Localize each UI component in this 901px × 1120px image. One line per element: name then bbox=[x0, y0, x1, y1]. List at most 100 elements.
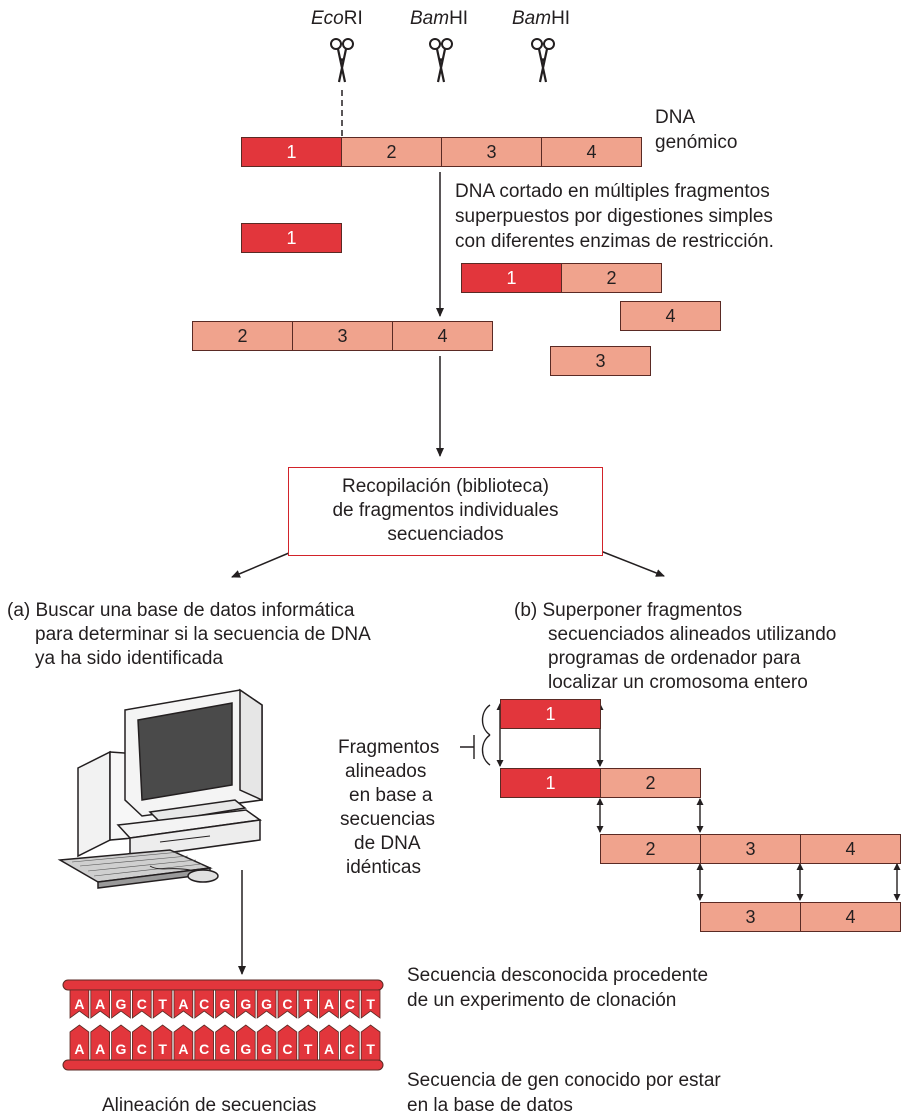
known-base-letter-1: A bbox=[95, 1041, 105, 1057]
known-base-8 bbox=[236, 1024, 256, 1061]
known-base-10 bbox=[277, 1024, 298, 1061]
unknown-seq-line1: Secuencia desconocida procedente bbox=[407, 965, 709, 986]
aligned-label-line5: de DNA bbox=[354, 833, 421, 854]
arrow-right bbox=[597, 549, 665, 577]
known-base-letter-12: A bbox=[324, 1041, 334, 1057]
known-base-letter-6: C bbox=[199, 1041, 209, 1057]
known-base-letter-2: G bbox=[116, 1041, 127, 1057]
aligned-label-line3: en base a bbox=[349, 785, 433, 806]
unknown-base-10 bbox=[277, 989, 298, 1019]
segment-3: 3 bbox=[441, 137, 542, 167]
library-box: Recopilación (biblioteca) de fragmentos … bbox=[288, 467, 603, 556]
genomic-label-line1: DNA bbox=[655, 107, 696, 128]
unknown-base-9 bbox=[256, 989, 277, 1019]
unknown-base-letter-14: T bbox=[366, 996, 375, 1012]
stack-row3-seg3: 3 bbox=[700, 834, 801, 864]
known-base-1 bbox=[90, 1024, 110, 1061]
stack-row4-seg3: 3 bbox=[700, 902, 801, 932]
stack-row1-seg1: 1 bbox=[500, 699, 601, 729]
unknown-base-5 bbox=[173, 989, 194, 1019]
unknown-base-letter-11: T bbox=[304, 996, 313, 1012]
segment-1: 1 bbox=[241, 137, 342, 167]
known-base-letter-9: G bbox=[261, 1041, 272, 1057]
known-base-letter-0: A bbox=[74, 1041, 84, 1057]
option-b-line4: localizar un cromosoma entero bbox=[548, 672, 808, 693]
fragment-234-seg2: 2 bbox=[192, 321, 293, 351]
unknown-base-letter-8: G bbox=[240, 996, 251, 1012]
unknown-base-6 bbox=[194, 989, 214, 1019]
enzyme-label-bamhi-1: BamHI bbox=[410, 8, 469, 29]
library-line1: Recopilación (biblioteca) bbox=[342, 476, 549, 497]
known-base-9 bbox=[256, 1024, 277, 1061]
unknown-base-4 bbox=[152, 989, 173, 1019]
unknown-base-letter-2: G bbox=[116, 996, 127, 1012]
known-base-letter-13: C bbox=[345, 1041, 355, 1057]
unknown-base-letter-4: T bbox=[158, 996, 167, 1012]
aligned-label-line2: alineados bbox=[345, 761, 427, 782]
known-seq-line1: Secuencia de gen conocido por estar bbox=[407, 1070, 721, 1091]
known-base-letter-7: G bbox=[220, 1041, 231, 1057]
enzyme-label-bamhi-2: BamHI bbox=[512, 8, 571, 29]
option-b-line2: secuenciados alineados utilizando bbox=[548, 624, 837, 645]
stack-row2-seg1: 1 bbox=[500, 768, 601, 798]
cut-description-line2: superpuestos por digestiones simples bbox=[455, 206, 773, 227]
known-base-11 bbox=[298, 1024, 318, 1061]
fragment-4-alone: 4 bbox=[620, 301, 721, 331]
unknown-base-letter-9: G bbox=[261, 996, 272, 1012]
library-line2: de fragmentos individuales bbox=[332, 500, 559, 521]
unknown-base-letter-13: C bbox=[345, 996, 355, 1012]
known-base-6 bbox=[194, 1024, 214, 1061]
stack-row4-seg4: 4 bbox=[800, 902, 901, 932]
known-base-14 bbox=[360, 1024, 381, 1061]
unknown-base-14 bbox=[360, 989, 381, 1019]
unknown-base-letter-3: C bbox=[137, 996, 147, 1012]
known-base-letter-14: T bbox=[366, 1041, 375, 1057]
unknown-base-letter-0: A bbox=[74, 996, 84, 1012]
known-seq-line2: en la base de datos bbox=[407, 1095, 573, 1116]
fragment-3-alone: 3 bbox=[550, 346, 651, 376]
unknown-base-letter-5: A bbox=[178, 996, 188, 1012]
fragment-234-seg4: 4 bbox=[392, 321, 493, 351]
unknown-base-13 bbox=[340, 989, 360, 1019]
unknown-base-2 bbox=[111, 989, 131, 1019]
known-base-letter-5: A bbox=[178, 1041, 188, 1057]
known-base-letter-8: G bbox=[240, 1041, 251, 1057]
unknown-base-11 bbox=[298, 989, 318, 1019]
aligned-label-line1: Fragmentos bbox=[338, 737, 440, 758]
aligned-label-line6: idénticas bbox=[346, 857, 421, 878]
unknown-base-letter-7: G bbox=[220, 996, 231, 1012]
option-a-line1: (a) Buscar una base de datos informática bbox=[7, 600, 355, 621]
known-base-3 bbox=[132, 1024, 152, 1061]
unknown-base-8 bbox=[236, 989, 256, 1019]
alignment-caption: Alineación de secuencias bbox=[102, 1095, 317, 1116]
scissors-icon-bamhi-2 bbox=[530, 37, 556, 84]
known-base-letter-4: T bbox=[158, 1041, 167, 1057]
known-base-13 bbox=[340, 1024, 360, 1061]
genomic-label-line2: genómico bbox=[655, 132, 738, 153]
unknown-base-3 bbox=[132, 989, 152, 1019]
known-base-letter-11: T bbox=[304, 1041, 313, 1057]
computer-icon bbox=[57, 688, 263, 889]
unknown-base-0 bbox=[69, 989, 90, 1019]
known-base-letter-10: C bbox=[282, 1041, 292, 1057]
aligned-label-line4: secuencias bbox=[340, 809, 436, 830]
known-base-12 bbox=[319, 1024, 339, 1061]
known-base-4 bbox=[152, 1024, 173, 1061]
option-a-line2: para determinar si la secuencia de DNA bbox=[35, 624, 371, 645]
stack-row3-seg4: 4 bbox=[800, 834, 901, 864]
unknown-base-7 bbox=[215, 989, 235, 1019]
cut-description-line1: DNA cortado en múltiples fragmentos bbox=[455, 181, 770, 202]
scissors-icon-bamhi-1 bbox=[428, 37, 454, 84]
known-base-7 bbox=[215, 1024, 235, 1061]
known-base-2 bbox=[111, 1024, 131, 1061]
known-base-0 bbox=[69, 1024, 90, 1061]
cut-description-line3: con diferentes enzimas de restricción. bbox=[455, 231, 774, 252]
stack-row3-seg2: 2 bbox=[600, 834, 701, 864]
fragment-12-seg1: 1 bbox=[461, 263, 562, 293]
option-a-line3: ya ha sido identificada bbox=[35, 648, 224, 669]
option-b-line1: (b) Superponer fragmentos bbox=[514, 600, 743, 621]
fragment-12-seg2: 2 bbox=[561, 263, 662, 293]
unknown-base-12 bbox=[319, 989, 339, 1019]
